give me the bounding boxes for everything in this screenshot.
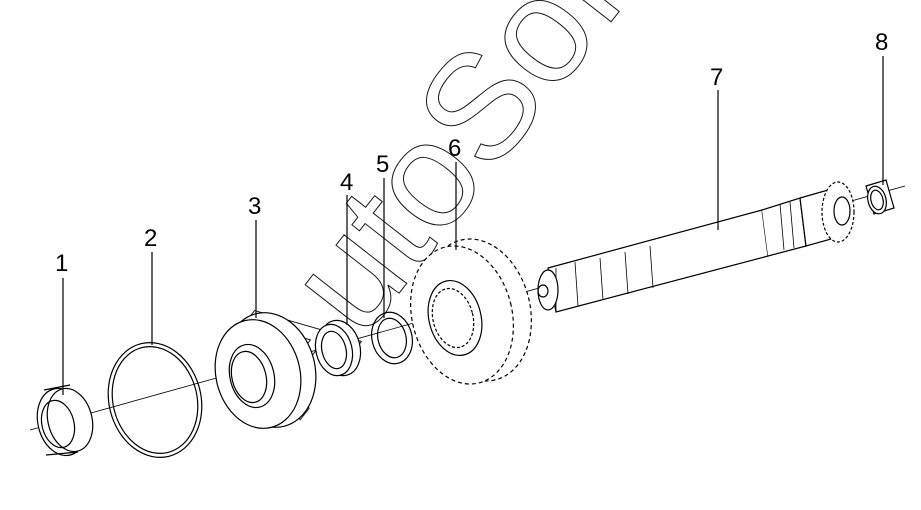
callout-6: 6 [448, 135, 461, 162]
part-1-ring [36, 384, 94, 457]
part-7-shaft [537, 181, 855, 313]
part-5-washer [371, 311, 413, 365]
part-6-gear [410, 238, 532, 385]
callout-8: 8 [875, 29, 888, 56]
callout-5: 5 [376, 151, 389, 178]
part-2-snap-ring [107, 342, 203, 458]
part-8-bushing [865, 179, 895, 215]
callout-4: 4 [340, 169, 353, 196]
part-4-race [314, 319, 362, 377]
callout-3: 3 [248, 193, 261, 220]
callout-labels: 1 2 3 4 5 6 7 8 [55, 29, 888, 277]
callout-1: 1 [55, 250, 68, 277]
leader-lines [62, 56, 884, 395]
callout-2: 2 [144, 225, 157, 252]
callout-7: 7 [710, 64, 723, 91]
